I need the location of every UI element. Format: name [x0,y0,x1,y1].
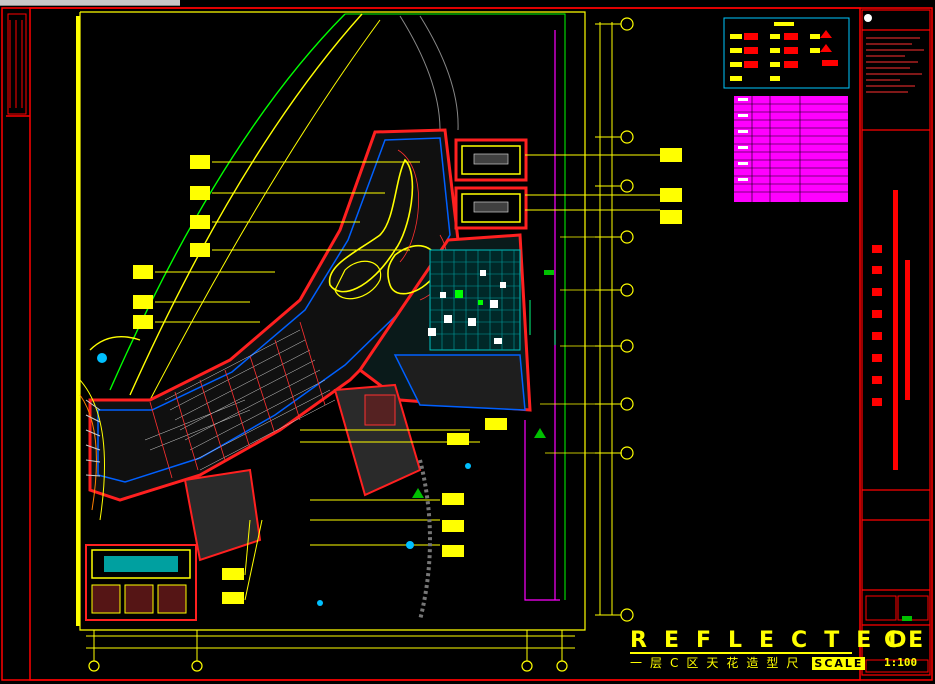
title-underline [630,652,852,654]
section-marker-icon [97,353,107,363]
grid-bubble-icon [88,660,100,672]
corner-title: CE [884,628,932,653]
leader-lines [155,154,660,601]
dashed-arc [418,459,432,621]
grid-bubble-icon [556,660,568,672]
titleblock-logo-icon [864,14,872,22]
grid-bubble-icon [191,660,203,672]
ceiling-island-shapes [328,158,438,300]
window-tab-strip[interactable] [0,0,180,6]
door-swings [529,300,556,345]
cyan-grid-room [428,249,521,351]
grid-bubble-icon [620,179,634,193]
grid-bubble-icon [620,230,634,244]
textured-floor-room [183,354,526,562]
upper-rooms [454,138,528,230]
sheet-frame [1,7,933,681]
subtitle-text: 一层C区天花造型尺 [630,656,807,670]
grid-bubble-icon [620,130,634,144]
seating-ribs [149,321,326,479]
right-titleblock [861,9,931,676]
right-dimension-chain [595,22,628,616]
section-marker-icon [465,463,471,469]
schedule-table [734,96,848,202]
section-marker-icon [317,600,323,606]
corner-scale: 1:100 [884,656,918,669]
section-markers [97,353,471,606]
titleblock-green-mark [902,616,912,621]
north-arrow-icon [412,488,424,498]
left-auditorium [79,379,105,521]
drawing-title: REFLECTED [630,628,924,653]
grid-bubble-icon [620,608,634,622]
grid-bubble-icon [620,283,634,297]
lower-left-block [85,544,197,621]
leader-tags [133,148,682,604]
grid-bubble-icon [521,660,533,672]
drawing-subtitle: 一层C区天花造型尺 SCALE [630,656,866,671]
scale-label: SCALE [812,657,866,670]
section-marker-icon [406,541,414,549]
grid-bubble-icon [620,446,634,460]
north-arrows [412,270,554,498]
seating-bands [144,329,336,471]
left-titleblock-strip [9,20,23,108]
grid-bubbles-right [620,17,634,622]
legend-box [723,17,850,89]
north-arrow-icon [534,428,546,438]
grid-bubble-icon [620,397,634,411]
titleblock-revision-bars [872,190,910,470]
grid-lines-horizontal [530,154,622,454]
grid-bubbles-bottom [88,660,568,672]
plan-boundary [76,11,586,631]
grid-bubble-icon [620,17,634,31]
bottom-dimension-chain [86,630,575,668]
titleblock-notes [866,37,924,93]
titleblock-stamp [865,595,929,673]
grid-bubble-icon [620,339,634,353]
